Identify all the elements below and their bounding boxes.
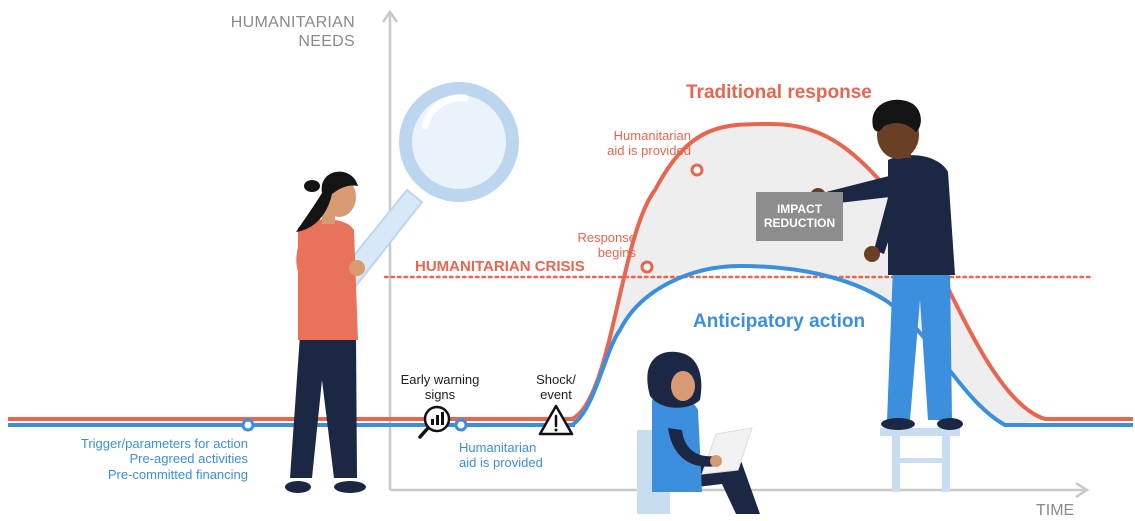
trigger-info-line3: Pre-committed financing [107,466,248,482]
early-warning-label: Early warning signs [398,372,482,403]
anticipatory-aid-marker [454,418,468,432]
magnifier-chart-icon [418,405,451,439]
y-axis-arrow [381,9,399,23]
woman-in-hijab-reading [637,351,760,514]
traditional-aid-line1: Humanitarian [613,128,691,143]
shock-event-line2: event [540,387,572,403]
anticipatory-aid-line2: aid is provided [459,455,543,471]
trigger-info-label: Trigger/parameters for action Pre-agreed… [40,436,248,482]
anticipatory-aid-line1: Humanitarian [459,440,537,455]
woman-with-magnifying-glass [285,82,519,493]
x-axis-arrow [1075,481,1090,499]
humanitarian-crisis-label: HUMANITARIAN CRISIS [415,258,585,275]
response-begins-line2: begins [597,245,636,261]
response-begins-line1: Response [577,230,636,245]
trigger-info-line2: Pre-agreed activities [129,451,249,467]
trigger-marker [241,418,255,432]
man-on-stool-pointing [810,99,963,492]
shock-event-label: Shock/ event [528,372,584,403]
impact-reduction-line2: REDUCTION [763,215,836,230]
shock-event-line1: Shock/ [536,372,576,387]
y-axis-label-line2: NEEDS [298,32,355,50]
traditional-aid-line2: aid is provided [607,143,691,159]
traditional-response-curve [570,121,1133,421]
impact-reduction-line1: IMPACT [776,201,823,216]
warning-triangle-icon [538,404,574,436]
early-warning-line1: Early warning [400,372,480,387]
traditional-aid-provided-label: Humanitarian aid is provided [595,128,691,159]
x-axis-label: TIME [1036,502,1075,519]
early-warning-line2: signs [424,387,456,403]
impact-reduction-box: IMPACT REDUCTION [756,192,843,241]
traditional-response-label: Traditional response [686,82,872,103]
y-axis-label: HUMANITARIAN NEEDS [210,14,355,52]
traditional-aid-marker [690,163,704,177]
trigger-info-line1: Trigger/parameters for action [80,436,248,451]
anticipatory-aid-provided-label: Humanitarian aid is provided [459,440,543,471]
impact-reduction-area [572,124,1045,425]
anticipatory-action-label: Anticipatory action [693,311,866,332]
y-axis-label-line1: HUMANITARIAN [230,14,355,31]
response-begins-marker [640,260,654,274]
response-begins-label: Response begins [560,230,636,261]
